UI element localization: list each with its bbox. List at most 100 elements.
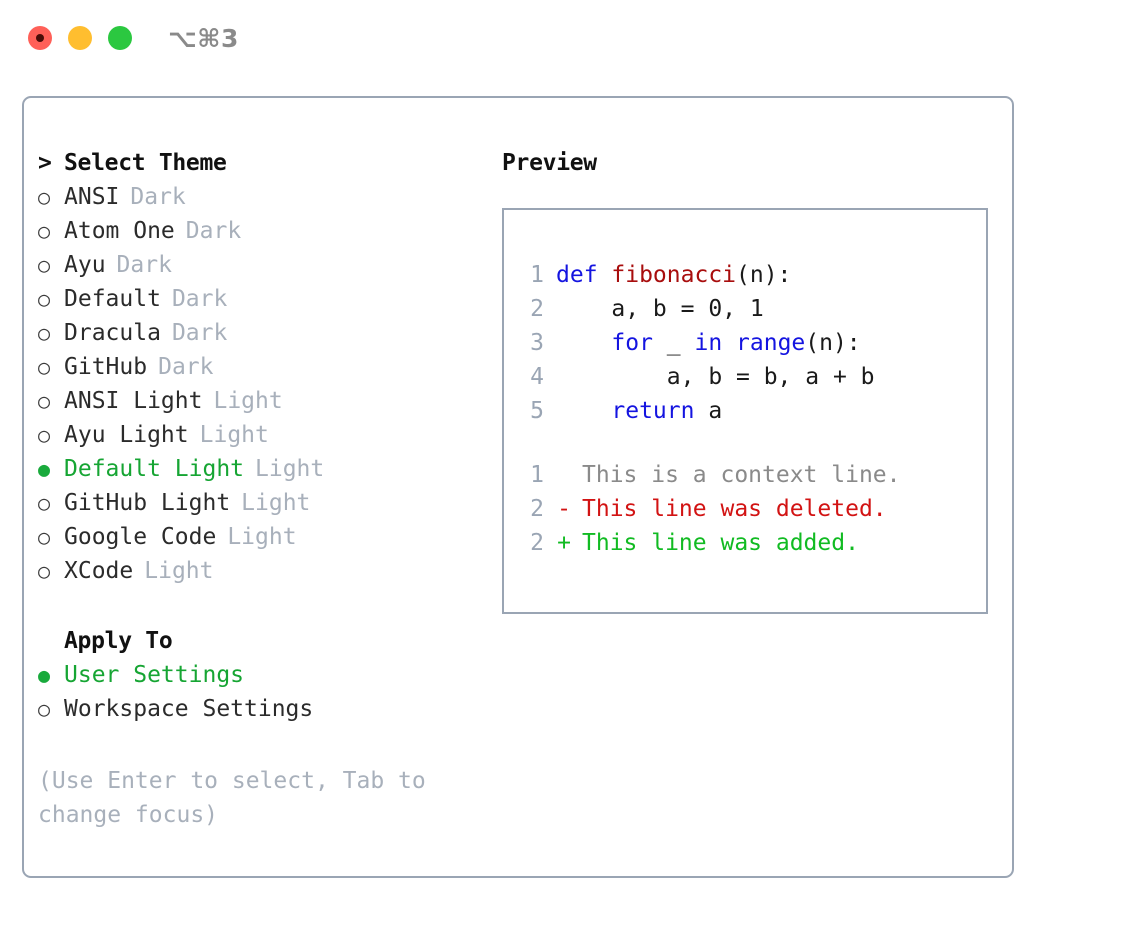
traffic-light-controls xyxy=(28,26,132,50)
apply-to-option-workspace-settings[interactable]: ○ Workspace Settings xyxy=(38,692,508,726)
theme-option-category: Dark xyxy=(116,252,172,278)
theme-option-label: Dracula xyxy=(64,320,161,346)
theme-option-label: XCode xyxy=(64,558,134,584)
diff-line: 2-This line was deleted. xyxy=(522,492,980,526)
theme-option-github[interactable]: ○ GitHub Dark xyxy=(38,350,508,384)
radio-selected-icon: ● xyxy=(38,663,51,687)
code-token-kw: for xyxy=(611,330,653,356)
selection-caret-icon: > xyxy=(38,150,52,176)
radio-unselected-icon: ○ xyxy=(38,389,51,413)
diff-line: 1 This is a context line. xyxy=(522,458,980,492)
theme-option-dracula[interactable]: ○ Dracula Dark xyxy=(38,316,508,350)
theme-option-category: Dark xyxy=(158,354,214,380)
close-window-button[interactable] xyxy=(28,26,52,50)
code-line: 2 a, b = 0, 1 xyxy=(522,292,980,326)
theme-option-ansi-light[interactable]: ○ ANSI Light Light xyxy=(38,384,508,418)
window-title: ⌥⌘3 xyxy=(168,24,239,53)
code-token-plain xyxy=(556,330,611,356)
theme-option-label: Google Code xyxy=(64,524,217,550)
apply-to-option-label: Workspace Settings xyxy=(64,696,314,722)
code-line-number: 4 xyxy=(530,364,544,390)
theme-option-ansi[interactable]: ○ ANSI Dark xyxy=(38,180,508,214)
code-token-plain xyxy=(556,398,611,424)
theme-option-category: Dark xyxy=(171,286,228,312)
theme-option-category: Dark xyxy=(171,320,228,346)
minimize-window-button[interactable] xyxy=(68,26,92,50)
code-line-number: 1 xyxy=(530,262,544,288)
preview-heading: Preview xyxy=(502,150,597,176)
diff-marker: - xyxy=(557,496,571,522)
theme-option-label: ANSI xyxy=(64,184,120,210)
radio-unselected-icon: ○ xyxy=(38,253,51,277)
radio-unselected-icon: ○ xyxy=(38,287,51,311)
diff-line-number: 1 xyxy=(530,462,544,488)
theme-option-category: Light xyxy=(255,456,325,482)
theme-option-ayu[interactable]: ○ Ayu Dark xyxy=(38,248,508,282)
code-token-kw: in range xyxy=(694,330,806,356)
theme-option-label: Ayu xyxy=(64,252,106,278)
radio-unselected-icon: ○ xyxy=(38,185,51,209)
diff-line-number: 2 xyxy=(530,530,544,556)
keyboard-hint-text: (Use Enter to select, Tab to change focu… xyxy=(38,768,426,828)
maximize-window-button[interactable] xyxy=(108,26,132,50)
code-line: 3 for _ in range(n): xyxy=(522,326,980,360)
code-token-plain: a, b = 0, 1 xyxy=(556,296,764,322)
radio-unselected-icon: ○ xyxy=(38,697,51,721)
theme-option-xcode[interactable]: ○ XCode Light xyxy=(38,554,508,588)
theme-option-label: Default xyxy=(64,286,161,312)
radio-unselected-icon: ○ xyxy=(38,321,51,345)
code-token-fn: fibonacci xyxy=(611,262,737,288)
theme-option-category: Light xyxy=(144,558,214,584)
theme-option-label: Default Light xyxy=(64,456,245,482)
theme-option-category: Dark xyxy=(130,184,186,210)
code-line-number: 3 xyxy=(530,330,544,356)
apply-to-option-user-settings[interactable]: ● User Settings xyxy=(38,658,508,692)
theme-option-category: Light xyxy=(213,388,283,414)
theme-option-label: Ayu Light xyxy=(64,422,189,448)
theme-option-category: Light xyxy=(227,524,297,550)
theme-option-default-light[interactable]: ● Default Light Light xyxy=(38,452,508,486)
diff-line-text: This line was deleted. xyxy=(582,496,887,522)
diff-line: 2+This line was added. xyxy=(522,526,980,560)
theme-option-label: GitHub Light xyxy=(64,490,231,516)
theme-option-label: GitHub xyxy=(64,354,148,380)
code-line: 5 return a xyxy=(522,394,980,428)
code-token-kw: def xyxy=(556,262,612,288)
theme-option-category: Light xyxy=(241,490,311,516)
code-line-number: 2 xyxy=(530,296,544,322)
list-spacer xyxy=(38,588,508,624)
diff-sample: 1 This is a context line.2-This line was… xyxy=(522,458,980,560)
theme-option-default[interactable]: ○ Default Dark xyxy=(38,282,508,316)
radio-unselected-icon: ○ xyxy=(38,355,51,379)
theme-option-category: Dark xyxy=(185,218,242,244)
radio-unselected-icon: ○ xyxy=(38,219,51,243)
code-line: 4 a, b = b, a + b xyxy=(522,360,980,394)
radio-unselected-icon: ○ xyxy=(38,491,51,515)
apply-to-option-label: User Settings xyxy=(64,662,245,688)
select-theme-header: > Select Theme xyxy=(38,146,508,180)
radio-unselected-icon: ○ xyxy=(38,559,51,583)
radio-unselected-icon: ○ xyxy=(38,423,51,447)
theme-option-label: ANSI Light xyxy=(64,388,203,414)
diff-marker xyxy=(556,458,572,492)
titlebar: ⌥⌘3 xyxy=(0,0,1140,78)
apply-to-header: Apply To xyxy=(38,624,508,658)
code-token-plain: (n): xyxy=(805,330,861,356)
diff-line-text: This is a context line. xyxy=(582,462,901,488)
code-token-plain: _ xyxy=(652,330,695,356)
theme-option-github-light[interactable]: ○ GitHub Light Light xyxy=(38,486,508,520)
apply-to-header-label: Apply To xyxy=(64,628,173,654)
diff-line-number: 2 xyxy=(530,496,544,522)
radio-selected-icon: ● xyxy=(38,457,51,481)
